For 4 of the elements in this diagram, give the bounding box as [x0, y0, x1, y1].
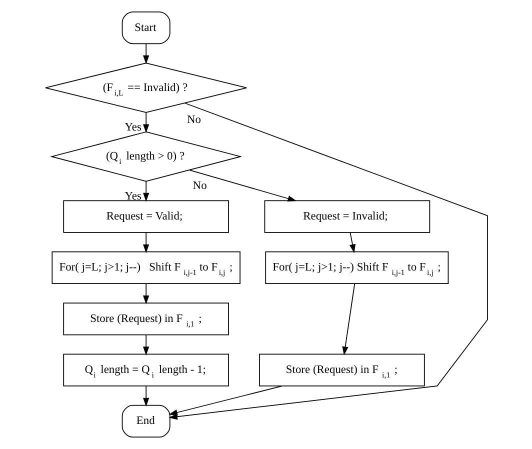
edge-label: No	[186, 114, 201, 126]
edge-label: Yes	[124, 190, 141, 202]
edge-label: No	[192, 180, 206, 192]
edge-label: Yes	[124, 121, 141, 134]
